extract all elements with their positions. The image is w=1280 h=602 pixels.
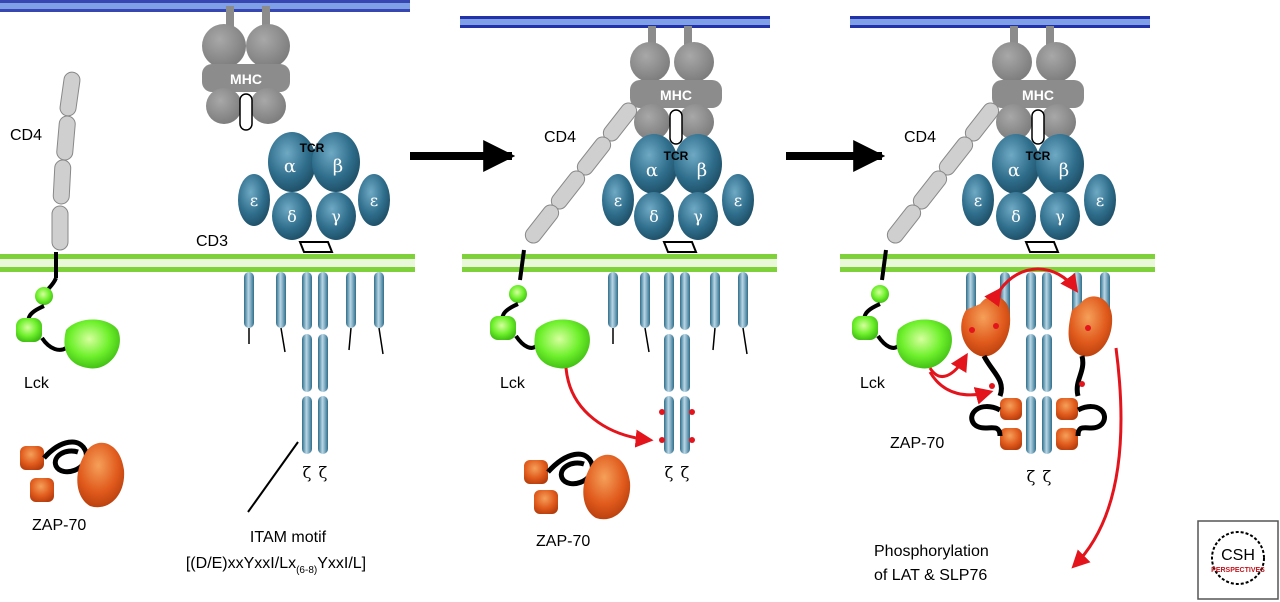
zeta-left-label: ζ <box>1027 467 1036 486</box>
epsilon-right-label: ε <box>734 191 742 210</box>
apc-membrane <box>460 16 770 28</box>
itam-line2: [(D/E)xxYxxI/Lx(6-8)YxxI/L] <box>186 555 366 576</box>
zap70: ZAP-70 <box>524 451 631 550</box>
phospho-site <box>689 437 695 443</box>
mhc-label: MHC <box>1022 87 1054 103</box>
mhc: MHC <box>202 6 290 131</box>
cd4: CD4 <box>518 102 638 281</box>
beta-label: β <box>1059 160 1069 181</box>
cd4: CD4 <box>880 102 1000 281</box>
delta-label: δ <box>287 207 297 226</box>
panel-3: MHC CD4 Lck TCR α β <box>840 16 1155 584</box>
apc-membrane <box>0 0 410 12</box>
zeta-chains: ζ ζ <box>302 272 328 482</box>
cd4-label: CD4 <box>544 129 576 146</box>
itam-line1: ITAM motif <box>250 529 327 546</box>
downstream-phosphorylation-arrow <box>1071 347 1123 569</box>
alpha-label: α <box>646 160 658 181</box>
tcr-label: TCR <box>300 141 325 155</box>
phospho-site <box>1085 325 1091 331</box>
epsilon-left-label: ε <box>974 191 982 210</box>
zeta-right-label: ζ <box>681 463 690 482</box>
delta-label: δ <box>649 207 659 226</box>
zeta-right-label: ζ <box>319 463 328 482</box>
gamma-label: γ <box>693 207 703 226</box>
lck: Lck <box>490 285 590 392</box>
mhc: MHC <box>992 26 1084 145</box>
lck: Lck <box>852 285 952 392</box>
zeta-left-label: ζ <box>303 463 312 482</box>
panel-2: MHC CD4 Lck ZAP-70 <box>460 16 777 550</box>
epsilon-right-label: ε <box>370 191 378 210</box>
zap70-bound-left <box>961 296 1022 450</box>
mhc-label: MHC <box>230 71 262 87</box>
phospho-site <box>689 409 695 415</box>
lck-to-zap70-arrow-lower <box>928 371 994 405</box>
tcr-complex: TCR α β ε δ γ ε CD3 <box>196 132 390 253</box>
zap70-bound-right <box>1056 296 1113 450</box>
csh-perspectives-logo: CSH PERSPECTIVES <box>1197 520 1279 600</box>
epsilon-left-label: ε <box>614 191 622 210</box>
cd3-chains <box>608 272 748 355</box>
apc-membrane <box>850 16 1150 28</box>
itam-subscript: (6-8) <box>296 565 317 576</box>
zap70-label: ZAP-70 <box>536 533 590 550</box>
itam-annotation: ITAM motif [(D/E)xxYxxI/Lx(6-8)YxxI/L] <box>186 441 366 576</box>
zeta-chains: ζ ζ <box>659 272 695 482</box>
logo-text-csh: CSH <box>1221 547 1255 564</box>
gamma-label: γ <box>1055 207 1065 226</box>
lck-label: Lck <box>500 375 526 392</box>
itam-motif-text: [(D/E)xxYxxI/Lx <box>186 555 296 572</box>
zap70-label: ZAP-70 <box>890 435 944 452</box>
phospho-site <box>989 383 995 389</box>
lck: Lck <box>16 277 120 392</box>
zap70-transphosphorylation-arrow <box>984 267 1079 307</box>
zeta-right-label: ζ <box>1043 467 1052 486</box>
gamma-label: γ <box>331 207 341 226</box>
cd3-label: CD3 <box>196 233 228 250</box>
lck-phosphorylates-itam-arrow <box>564 367 654 448</box>
cd3-chains <box>244 272 384 355</box>
zeta-left-label: ζ <box>665 463 674 482</box>
cd4: CD4 <box>10 71 81 278</box>
cd4-label: CD4 <box>904 129 936 146</box>
itam-motif-text-end: YxxI/L] <box>317 555 366 572</box>
beta-label: β <box>333 156 343 177</box>
phospho-site <box>659 409 665 415</box>
t-cell-membrane <box>840 254 1155 272</box>
tcr-label: TCR <box>1026 149 1051 163</box>
panel-1: MHC CD4 Lck ZAP-70 <box>0 0 415 576</box>
beta-label: β <box>697 160 707 181</box>
zeta-chains: ζ ζ <box>1026 272 1052 486</box>
mhc-label: MHC <box>660 87 692 103</box>
epsilon-left-label: ε <box>250 191 258 210</box>
lck-label: Lck <box>24 375 50 392</box>
t-cell-membrane <box>462 254 777 272</box>
phospho-site <box>969 327 975 333</box>
alpha-label: α <box>284 156 296 177</box>
phosphorylation-label-line2: of LAT & SLP76 <box>874 567 987 584</box>
zap70: ZAP-70 <box>20 439 125 534</box>
mhc: MHC <box>630 26 722 145</box>
epsilon-right-label: ε <box>1096 191 1104 210</box>
zap70-label: ZAP-70 <box>32 517 86 534</box>
logo-text-perspectives: PERSPECTIVES <box>1211 567 1265 574</box>
lck-label: Lck <box>860 375 886 392</box>
phospho-site <box>993 323 999 329</box>
t-cell-membrane <box>0 254 415 272</box>
tcr-label: TCR <box>664 149 689 163</box>
lck-to-zap70-arrow-upper <box>928 352 968 378</box>
tcr-complex: TCR α β ε δ γ ε <box>602 134 754 253</box>
alpha-label: α <box>1008 160 1020 181</box>
phosphorylation-label-line1: Phosphorylation <box>874 543 989 560</box>
phospho-site <box>1079 381 1085 387</box>
tcr-complex: TCR α β ε δ γ ε <box>962 134 1116 253</box>
phospho-site <box>659 437 665 443</box>
delta-label: δ <box>1011 207 1021 226</box>
cd4-label: CD4 <box>10 127 42 144</box>
